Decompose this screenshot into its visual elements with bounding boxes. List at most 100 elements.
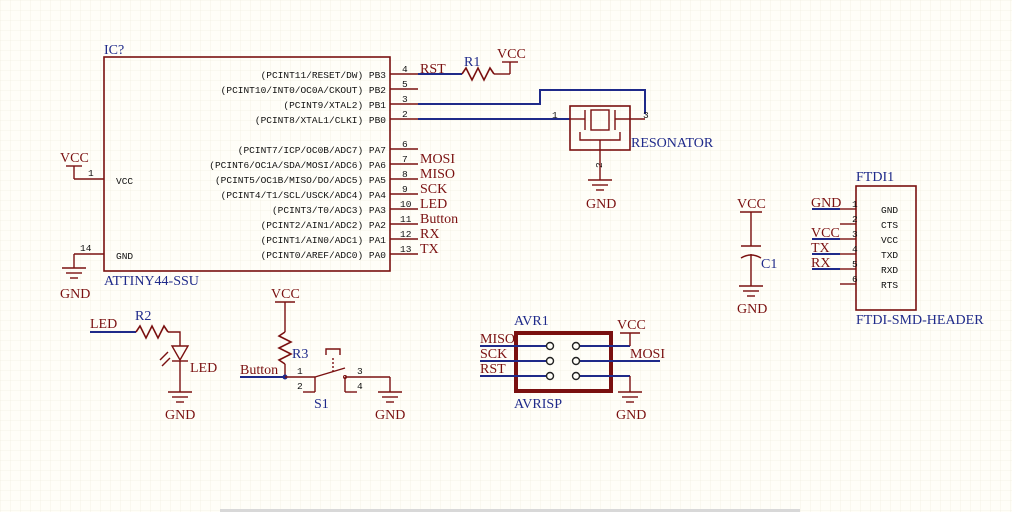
gnd-label: GND [737,302,767,317]
ic-pin-name: (PCINT3/T0/ADC3) PA3 [272,205,386,216]
ftdi-pin-name: RTS [881,280,898,291]
net-label-led: LED [420,197,447,212]
ic-pin-name: (PCINT2/AIN1/ADC2) PA2 [261,220,387,231]
net-label-rx: RX [811,256,830,271]
ftdi-pin-number: 1 [852,199,858,210]
resonator[interactable]: 1 3 2 RESONATOR GND [418,89,714,212]
ic-pin-number: 5 [402,79,408,90]
ic-pin-name: (PCINT11/RESET/DW) PB3 [261,70,387,81]
net-label-tx: TX [811,241,830,256]
ftdi-refdes: FTDI1 [856,170,894,185]
ic-pin-name: GND [116,251,133,262]
ftdi-value: FTDI-SMD-HEADER [856,313,984,328]
gnd-label: GND [811,196,841,211]
ftdi-header[interactable]: FTDI1 FTDI-SMD-HEADER 1 2 3 4 5 6 GND CT… [811,170,984,328]
s1-refdes: S1 [314,397,329,412]
ground-icon [618,391,642,403]
header-pins [545,341,581,381]
resistor-r3[interactable]: VCC R3 [271,287,308,377]
net-label-miso: MISO [480,332,515,347]
vcc-label: VCC [497,47,526,62]
horizontal-scrollbar[interactable] [220,509,800,512]
resistor-r1[interactable]: R1 VCC [418,47,526,82]
gnd-label: GND [375,408,405,423]
ic-pin-number: 2 [402,109,408,120]
ic-pin-name: VCC [116,176,133,187]
capacitor-c1[interactable]: VCC GND C1 [737,197,777,317]
ground-icon [62,267,86,279]
resistor-icon [277,331,293,365]
ic-pin-name: (PCINT5/OC1B/MISO/DO/ADC5) PA5 [215,175,386,186]
ic-value: ATTINY44-SSU [104,274,199,289]
ftdi-pin-number: 4 [852,244,858,255]
vcc-label: VCC [811,226,840,241]
net-label-rst: RST [480,362,506,377]
ic-pin-name: (PCINT4/T1/SCL/USCK/ADC4) PA4 [221,190,387,201]
ic-attiny44[interactable]: IC? ATTINY44-SSU (PCINT11/RESET/DW) PB3 … [60,43,458,302]
ic-pin-name: (PCINT7/ICP/OC0B/ADC7) PA7 [238,145,386,156]
led[interactable]: LED GND [159,345,217,423]
s1-pin: 4 [357,381,363,392]
switch-s1[interactable]: Button 1 2 3 4 S1 GND [240,348,405,423]
ic-pin-number: 3 [402,94,408,105]
ic-pin-name: (PCINT0/AREF/ADC0) PA0 [261,250,387,261]
s1-pin: 2 [297,381,303,392]
ic-pin-number: 6 [402,139,408,150]
ic-pin-name: (PCINT10/INT0/OC0A/CKOUT) PB2 [221,85,387,96]
net-label-led: LED [90,317,117,332]
r2-refdes: R2 [135,309,151,324]
s1-pin: 1 [297,366,303,377]
net-label-button: Button [240,363,278,378]
ftdi-body [855,185,917,311]
ic-pin-number: 4 [402,64,408,75]
r1-refdes: R1 [464,55,480,70]
ftdi-pin-number: 3 [852,229,858,240]
ftdi-pin-name: RXD [881,265,898,276]
c1-refdes: C1 [761,257,777,272]
net-label-mosi: MOSI [420,152,455,167]
ftdi-pin-name: TXD [881,250,898,261]
ic-pin-number: 12 [400,229,412,240]
ground-icon [588,179,612,191]
resistor-icon [461,66,495,82]
gnd-label: GND [60,287,90,302]
net-label-sck: SCK [420,182,447,197]
ic-pin-number: 8 [402,169,408,180]
vcc-label: VCC [737,197,766,212]
ic-pin-number: 11 [400,214,412,225]
r3-refdes: R3 [292,347,308,362]
net-label-sck: SCK [480,347,507,362]
ground-icon [168,391,192,403]
ic-refdes: IC? [104,43,124,58]
avr-refdes: AVR1 [514,314,549,329]
ftdi-pin-name: GND [881,205,898,216]
net-label-rx: RX [420,227,439,242]
s1-pin: 3 [357,366,363,377]
ic-pin-number: 9 [402,184,408,195]
ic-pin-name: (PCINT6/OC1A/SDA/MOSI/ADC6) PA6 [209,160,386,171]
ftdi-pin-name: VCC [881,235,898,246]
vcc-label: VCC [271,287,300,302]
resonator-value: RESONATOR [631,136,714,151]
net-label-tx: TX [420,242,439,257]
ic-pin-number: 1 [88,168,94,179]
crystal-icon [579,109,621,150]
resistor-icon [135,324,169,340]
avr-value: AVRISP [514,397,562,412]
ftdi-pin-number: 6 [852,274,858,285]
ic-pin-name: (PCINT1/AIN0/ADC1) PA1 [261,235,387,246]
resonator-pin: 1 [552,110,558,121]
gnd-label: GND [616,408,646,423]
gnd-label: GND [586,197,616,212]
net-label-miso: MISO [420,167,455,182]
avrisp-header[interactable]: AVR1 AVRISP MISO SCK RST VCC MOSI GND [480,314,665,423]
ic-pin-number: 13 [400,244,412,255]
resistor-r2[interactable]: LED R2 [90,309,181,346]
ic-pin-number: 7 [402,154,408,165]
vcc-label: VCC [617,318,646,333]
ftdi-pin-name: CTS [881,220,898,231]
vcc-label: VCC [60,151,89,166]
resonator-pin: 3 [643,110,649,121]
